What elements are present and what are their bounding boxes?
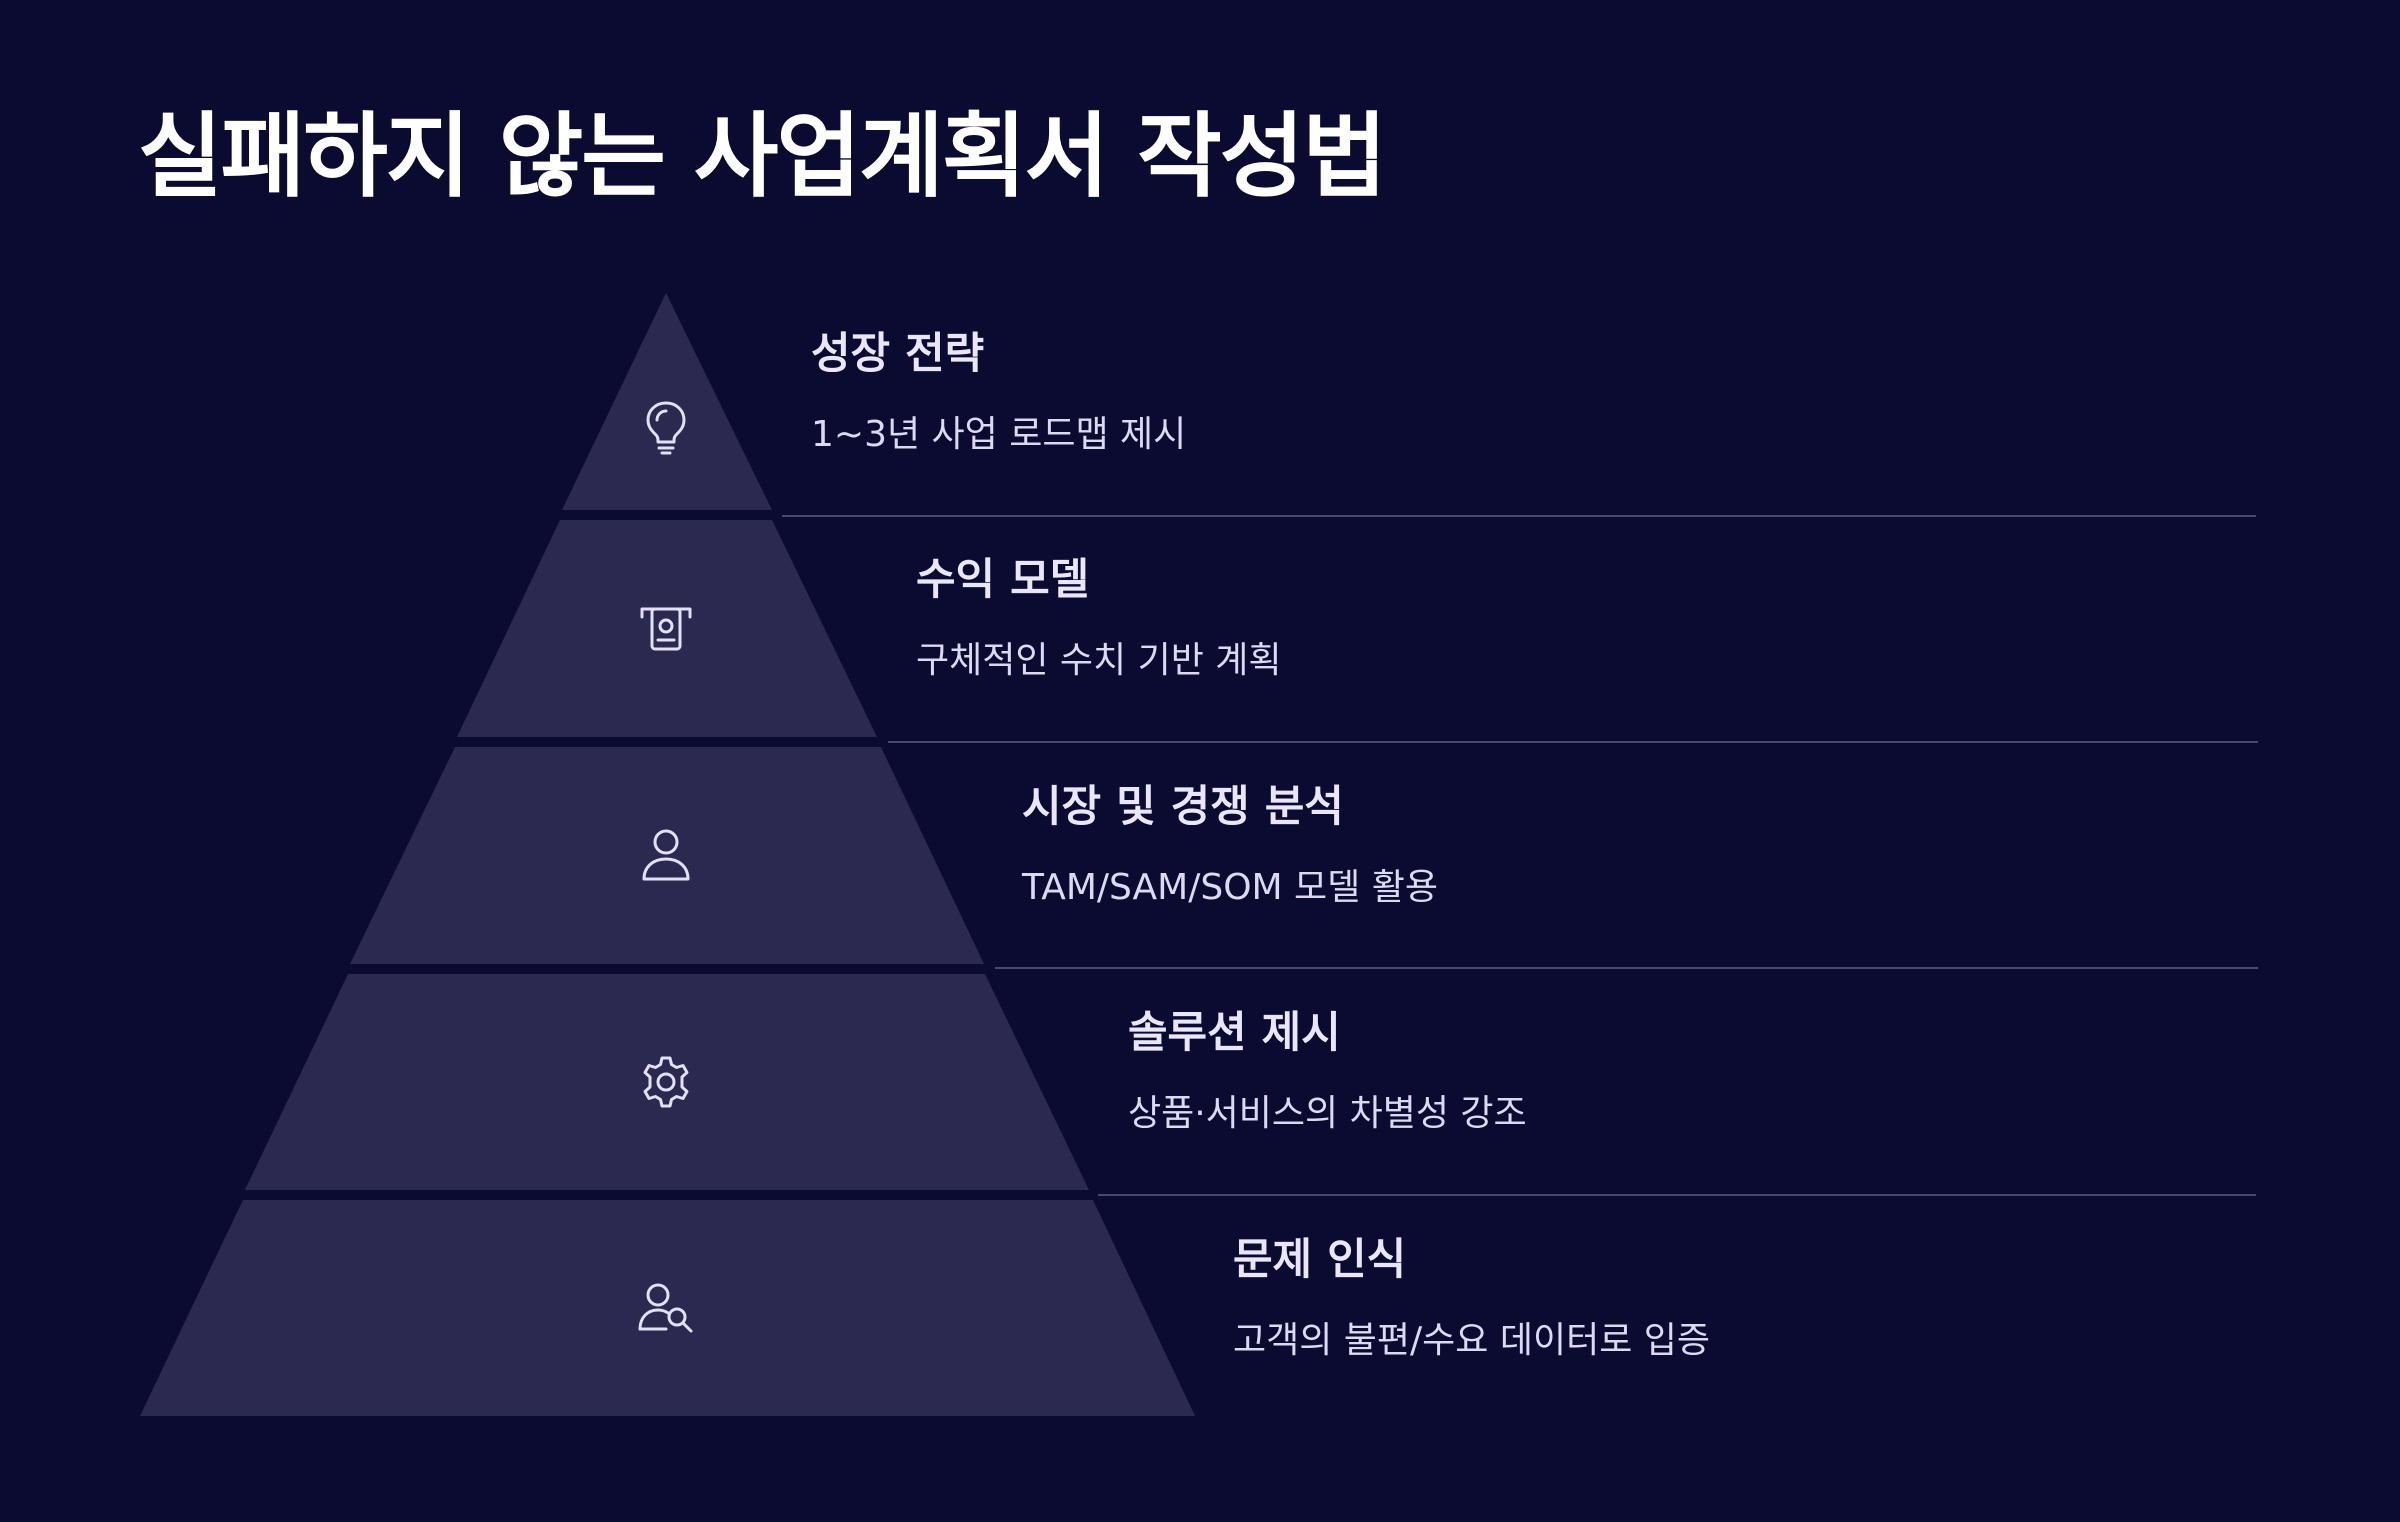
tier-2-title: 수익 모델 [916, 555, 1090, 605]
tier-3-text: 시장 및 경쟁 분석 TAM/SAM/SOM 모델 활용 [1022, 779, 1438, 912]
lightbulb-icon [636, 397, 696, 457]
tier-5-description: 고객의 불편/수요 데이터로 입증 [1233, 1320, 1711, 1361]
tier-3-description: TAM/SAM/SOM 모델 활용 [1022, 867, 1438, 908]
tier-1-description: 1~3년 사업 로드맵 제시 [811, 414, 1187, 455]
tier-4-description: 상품·서비스의 차별성 강조 [1128, 1093, 1527, 1134]
gear-icon [636, 1052, 696, 1112]
tier-3-title: 시장 및 경쟁 분석 [1022, 782, 1344, 832]
tier-5-text: 문제 인식 고객의 불편/수요 데이터로 입증 [1233, 1232, 1710, 1365]
pyramid-tier-1 [562, 293, 772, 510]
cash-register-icon [636, 598, 696, 658]
pyramid-tier-3 [350, 747, 984, 964]
pyramid-tier-5 [140, 1200, 1195, 1416]
pyramid-tier-4 [245, 974, 1089, 1190]
tier-5-title: 문제 인식 [1233, 1235, 1407, 1285]
pyramid-tier-2 [457, 520, 877, 737]
tier-2-description: 구체적인 수치 기반 계획 [916, 640, 1282, 681]
tier-1-title: 성장 전략 [811, 329, 985, 379]
tier-4-text: 솔루션 제시 상품·서비스의 차별성 강조 [1128, 1005, 1527, 1138]
page-title: 실패하지 않는 사업계획서 작성법 [138, 103, 1387, 210]
user-icon [636, 825, 696, 885]
tier-2-text: 수익 모델 구체적인 수치 기반 계획 [916, 552, 1282, 685]
tier-1-text: 성장 전략 1~3년 사업 로드맵 제시 [811, 326, 1186, 459]
tier-4-title: 솔루션 제시 [1128, 1008, 1341, 1058]
user-search-icon [636, 1279, 696, 1339]
